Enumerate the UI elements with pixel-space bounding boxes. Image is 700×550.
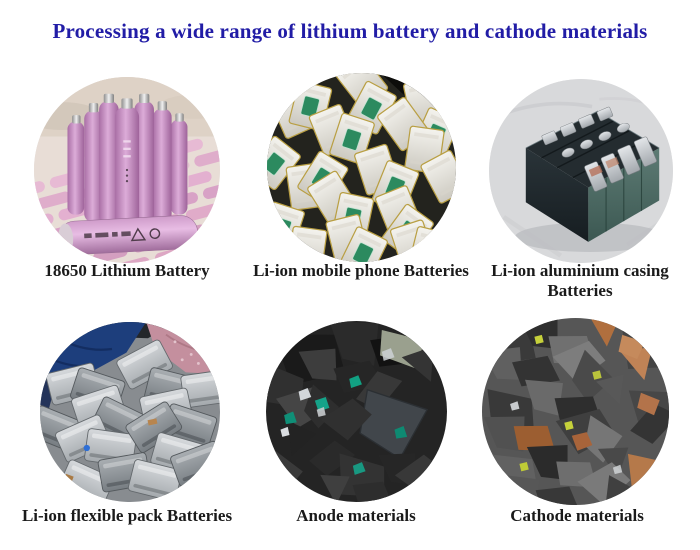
caption-cathode-materials: Cathode materials — [510, 506, 644, 525]
photo-mobile-phone-batteries-art — [267, 73, 456, 262]
photo-18650-lithium-battery — [34, 77, 220, 263]
photo-cathode-materials — [482, 318, 669, 505]
photo-cathode-materials-art — [482, 318, 669, 505]
photo-li-ion-flexible-pack-batteries — [40, 322, 220, 502]
photo-anode-materials — [266, 321, 447, 502]
page-title: Processing a wide range of lithium batte… — [52, 19, 648, 43]
caption-li-ion-mobile-phone-batteries: Li-ion mobile phone Batteries — [253, 261, 469, 280]
caption-18650-lithium-battery: 18650 Lithium Battery — [44, 261, 210, 280]
photo-18650-lithium-battery-art — [34, 77, 220, 263]
photo-anode-materials-art — [266, 321, 447, 502]
caption-anode-materials: Anode materials — [296, 506, 416, 525]
caption-li-ion-flexible-pack-batteries: Li-ion flexible pack Batteries — [21, 506, 233, 525]
photo-li-ion-aluminium-casing-batteries — [489, 79, 673, 263]
photo-li-ion-mobile-phone-batteries — [267, 73, 456, 262]
caption-li-ion-aluminium-casing-batteries: Li-ion aluminium casing Batteries — [491, 261, 669, 301]
photo-aluminium-casing-batteries-art — [489, 79, 673, 263]
photo-flexible-pack-batteries-art — [40, 322, 220, 502]
